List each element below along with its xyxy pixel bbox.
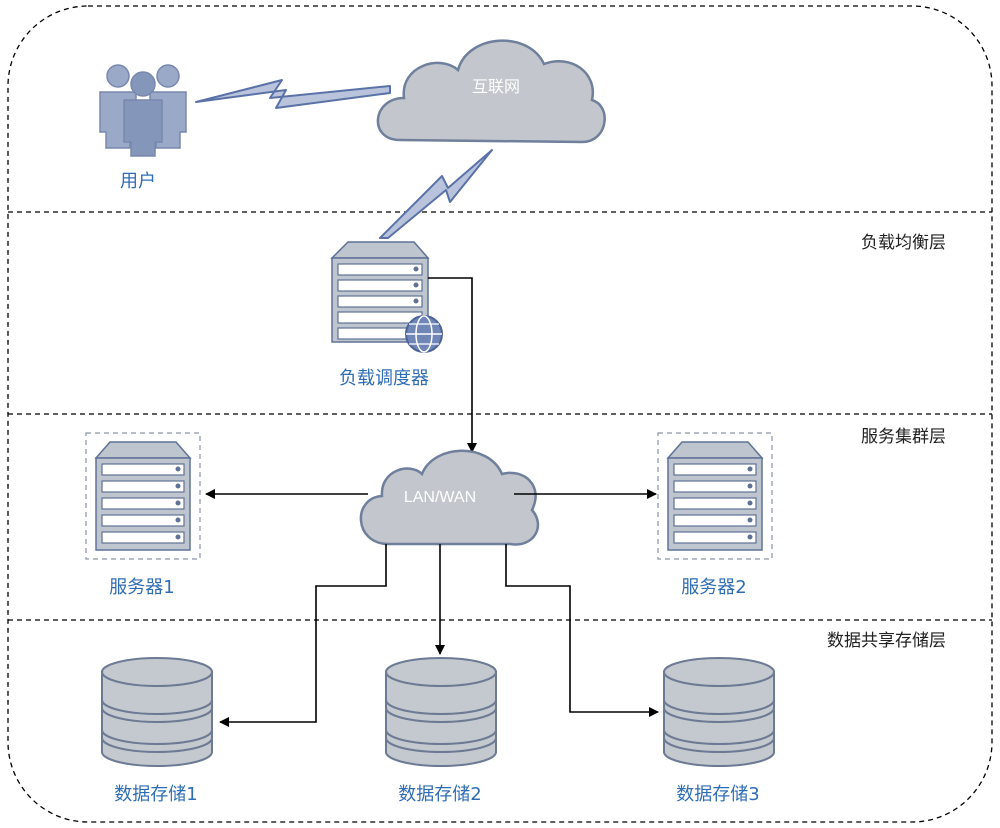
layer-label-service-cluster: 服务集群层 — [861, 427, 946, 447]
wireless-link-bolt-1 — [195, 79, 391, 109]
server-2-label: 服务器2 — [681, 577, 746, 598]
users-label: 用户 — [120, 171, 156, 192]
storage-2-label: 数据存储2 — [398, 784, 481, 805]
wireless-link-bolt-2 — [379, 149, 493, 239]
storage-1-label: 数据存储1 — [114, 784, 197, 805]
server-1-frame — [85, 432, 201, 560]
users-icon — [99, 64, 187, 157]
internet-cloud — [376, 39, 606, 144]
database-1-icon — [101, 657, 213, 767]
internet-label: 互联网 — [472, 78, 520, 96]
server-2-frame — [657, 432, 773, 560]
server-1-label: 服务器1 — [109, 577, 174, 598]
network-label: LAN/WAN — [404, 489, 476, 506]
network-cloud — [359, 449, 540, 546]
server-1-icon — [94, 441, 192, 551]
storage-3-label: 数据存储3 — [676, 784, 759, 805]
layer-label-load-balancing: 负载均衡层 — [861, 233, 946, 253]
arrow-network-to-storage-1 — [219, 544, 387, 727]
database-3-icon — [663, 657, 775, 767]
arrow-network-to-storage-3 — [505, 544, 659, 717]
load-balancer-label: 负载调度器 — [339, 368, 429, 389]
arrow-balancer-to-network — [428, 277, 477, 453]
layer-label-data-storage: 数据共享存储层 — [827, 631, 946, 651]
database-2-icon — [385, 657, 497, 767]
globe-icon — [405, 315, 443, 353]
load-balancer-server-icon — [330, 241, 430, 343]
server-2-icon — [666, 441, 764, 551]
